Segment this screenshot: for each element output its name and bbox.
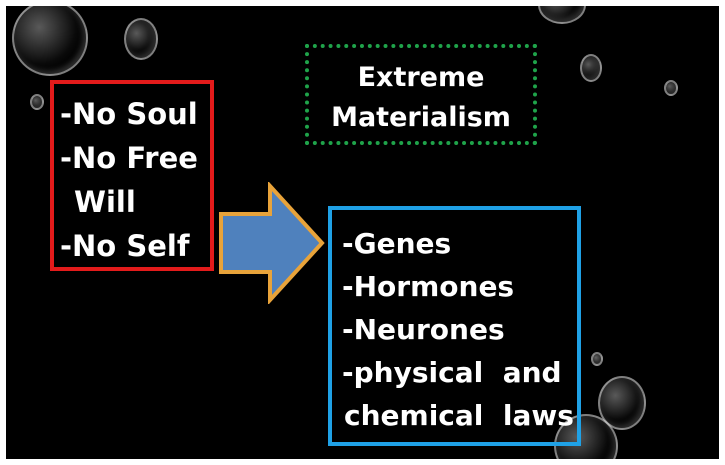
causes-box: -Genes -Hormones -Neurones -physical and… [328,206,581,446]
negations-box: -No Soul -No Free Will -No Self [50,80,214,271]
bubble-icon [12,6,88,76]
title-box: Extreme Materialism [305,44,537,145]
cause-item: -Genes [342,227,452,260]
cause-item: chemical laws [344,399,574,432]
right-arrow-icon [219,182,325,304]
bubble-icon [30,94,44,110]
bubble-icon [538,6,586,24]
title-line: Extreme [357,62,485,93]
title-line: Materialism [331,102,511,133]
bubble-icon [124,18,158,60]
negation-item: -No Soul [60,97,198,131]
cause-item: -Neurones [342,313,505,346]
cause-item: -Hormones [342,270,515,303]
bubble-icon [580,54,602,82]
bubble-icon [591,352,603,366]
negation-item: -No Free [60,141,198,175]
cause-item: -physical and [342,356,562,389]
diagram-slide: -No Soul -No Free Will -No Self Extreme … [6,6,719,459]
bubble-icon [554,414,618,459]
negation-item: -No Self [60,229,190,263]
bubble-icon [664,80,678,96]
negation-item: Will [74,185,136,219]
